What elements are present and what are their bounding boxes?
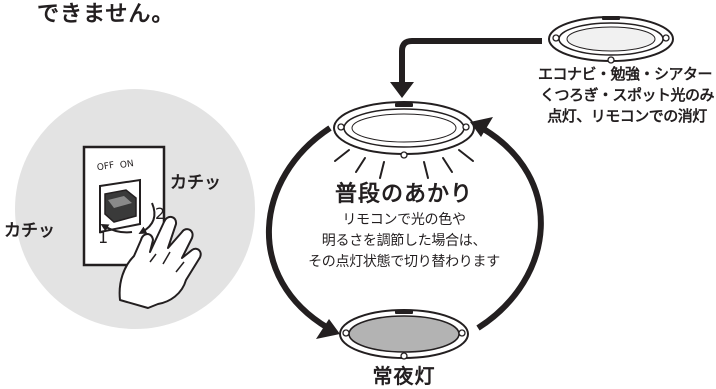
description-line: 明るさを調節した場合は、 bbox=[321, 233, 487, 249]
normal-light-title: 普段のあかり bbox=[334, 182, 473, 207]
switch-step-2: 2 bbox=[155, 204, 166, 223]
eco-mode-note: エコナビ・勉強・シアター・ くつろぎ・スポット光のみ 点灯、リモコンでの消灯 bbox=[538, 64, 716, 127]
press-arrow-off bbox=[100, 224, 133, 234]
click-label-left: カチッ bbox=[4, 221, 55, 241]
eco-mode-note-line: くつろぎ・スポット光のみ bbox=[539, 86, 715, 104]
arrow-night-to-normal-head bbox=[470, 117, 493, 137]
arrow-eco-to-normal bbox=[399, 38, 542, 84]
eco-mode-note-line: 点灯、リモコンでの消灯 bbox=[547, 107, 707, 125]
arrow-eco-to-normal-head bbox=[390, 82, 414, 98]
eco-mode-note-line: エコナビ・勉強・シアター・ bbox=[538, 65, 716, 83]
normal-light-description: リモコンで光の色や 明るさを調節した場合は、 その点灯状態で切り替わります bbox=[289, 210, 519, 273]
click-label-right: カチッ bbox=[170, 173, 221, 193]
description-line: リモコンで光の色や bbox=[342, 212, 466, 228]
press-arrow-on bbox=[138, 202, 156, 234]
top-text: できません。 bbox=[37, 2, 175, 27]
arrow-normal-to-night-head bbox=[316, 319, 340, 339]
ceiling-light-night-icon bbox=[339, 309, 469, 360]
night-light-label: 常夜灯 bbox=[372, 364, 436, 388]
ceiling-light-eco-icon bbox=[548, 16, 674, 64]
switch-illustration bbox=[15, 89, 255, 329]
arrow-normal-to-night bbox=[266, 125, 332, 331]
ceiling-light-normal-icon bbox=[333, 101, 475, 159]
switch-on-label: ON bbox=[119, 158, 135, 172]
hand-icon bbox=[118, 216, 202, 309]
description-line: その点灯状態で切り替わります bbox=[308, 254, 500, 270]
arrow-night-to-normal bbox=[476, 125, 544, 331]
switch-step-1: 1 bbox=[98, 228, 109, 247]
light-rays bbox=[334, 149, 474, 179]
